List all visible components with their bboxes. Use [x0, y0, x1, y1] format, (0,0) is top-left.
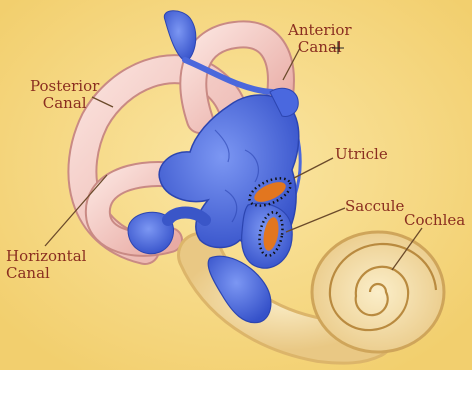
horizontal-canal-label-line1: Horizontal	[6, 247, 87, 265]
leader-lines	[44, 47, 423, 271]
cochlea	[310, 230, 446, 354]
cochlear-duct	[207, 255, 272, 324]
endolymphatic-sac	[163, 10, 197, 63]
utricle-label: Utricle	[335, 146, 388, 163]
horizontal-canal-label-line2: Canal	[6, 264, 50, 282]
saccule-label: Saccule	[345, 198, 404, 215]
horizontal-canal-label: Horizontal Canal	[6, 248, 86, 282]
saccule-macula	[258, 211, 284, 257]
utricle-label-text: Utricle	[335, 145, 388, 163]
utricle-macula	[248, 177, 292, 207]
posterior-canal-label-line2: Canal	[42, 94, 87, 112]
cochlea-label: Cochlea	[404, 212, 465, 229]
bottom-margin	[0, 370, 472, 401]
anterior-canal-label: Anterior Canal	[288, 22, 352, 56]
mouse-cursor-icon	[332, 42, 344, 54]
cochlea-label-text: Cochlea	[404, 211, 466, 229]
posterior-canal-label-line1: Posterior	[30, 77, 100, 95]
anterior-canal-label-line2: Canal	[297, 38, 342, 56]
anterior-canal-label-line1: Anterior	[288, 21, 352, 39]
saccule-label-text: Saccule	[345, 197, 405, 215]
posterior-canal-label: Posterior Canal	[30, 78, 99, 112]
